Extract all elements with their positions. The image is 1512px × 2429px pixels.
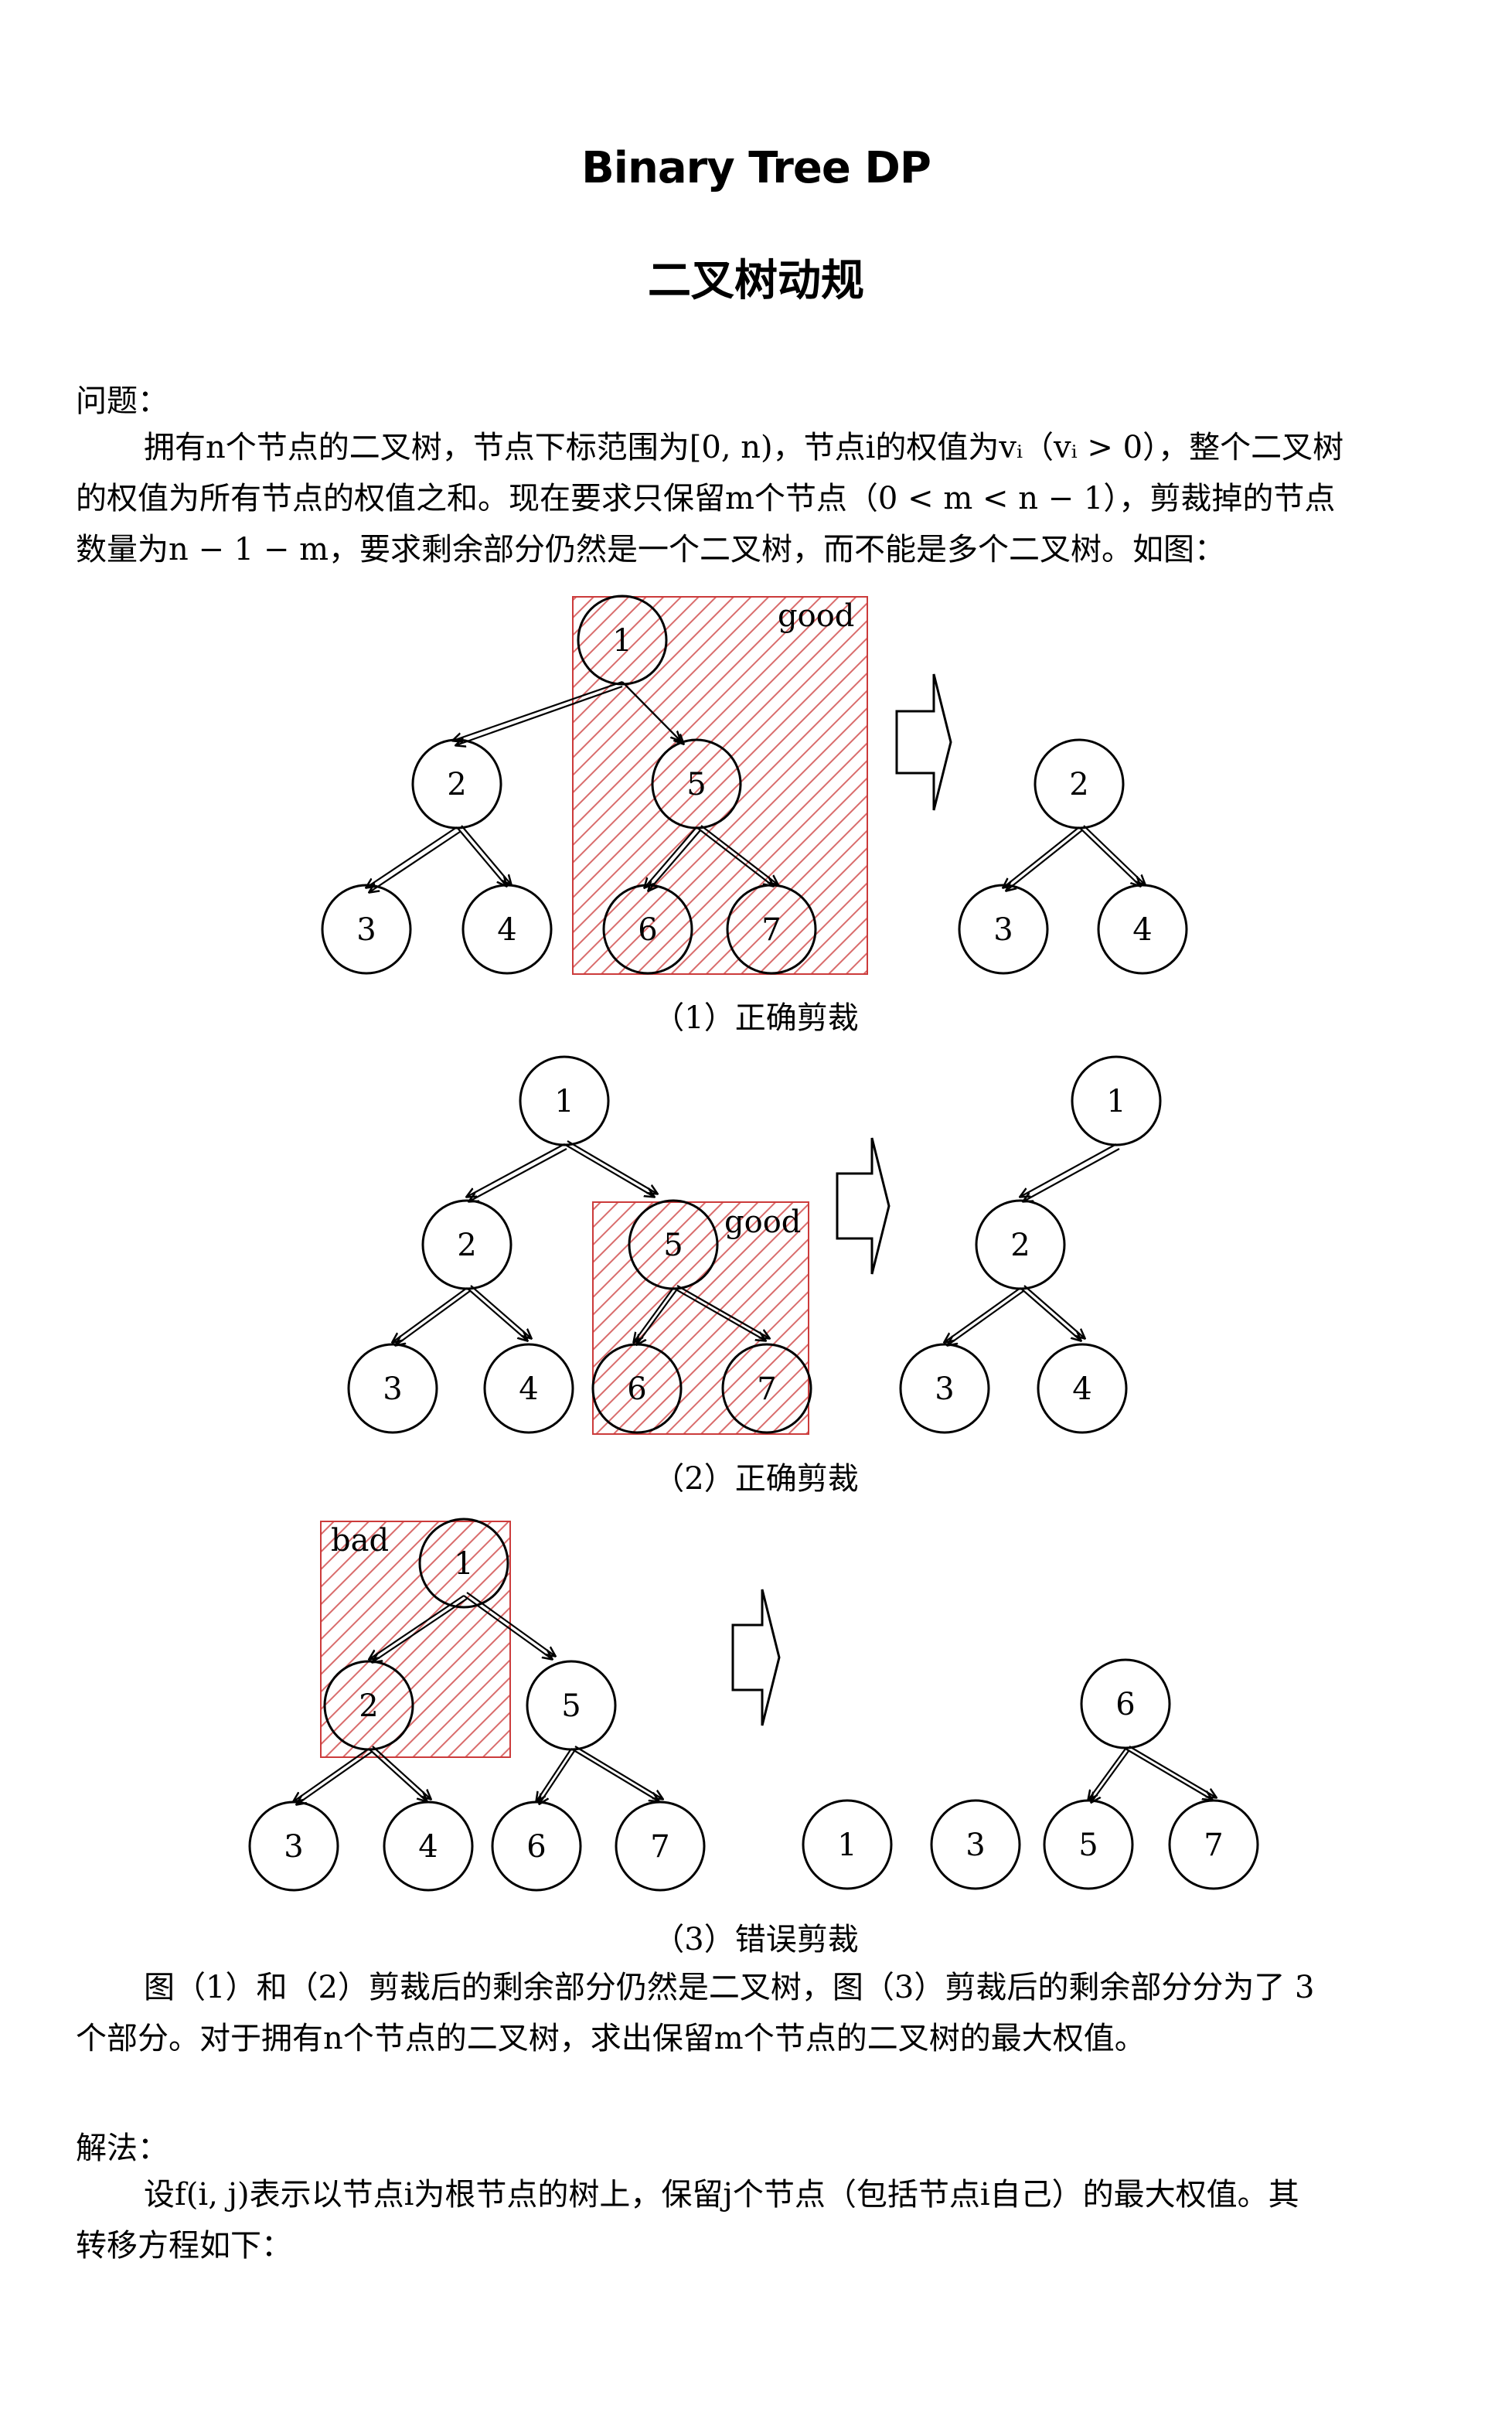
node-4: 4 <box>418 1829 438 1865</box>
node-1: 1 <box>554 1084 574 1119</box>
result-node-1: 1 <box>1106 1084 1125 1119</box>
figure-1-caption: （1）正确剪裁 <box>653 1000 859 1036</box>
node-6: 6 <box>627 1371 646 1407</box>
node-7: 7 <box>757 1371 776 1407</box>
node-5: 5 <box>686 767 706 802</box>
figure-2-caption: （2）正确剪裁 <box>653 1461 859 1497</box>
node-2: 2 <box>457 1228 476 1263</box>
node-4: 4 <box>519 1371 538 1407</box>
result-node-4: 4 <box>1072 1371 1091 1407</box>
node-2: 2 <box>447 767 466 802</box>
title-english: Binary Tree DP <box>581 143 931 193</box>
result-node-5: 5 <box>1078 1828 1098 1863</box>
node-7: 7 <box>650 1829 669 1865</box>
good-label: good <box>778 598 854 634</box>
node-6: 6 <box>526 1829 546 1865</box>
explanation-line-2: 个部分。对于拥有n个节点的二叉树，求出保留m个节点的二叉树的最大权值。 <box>76 2021 1146 2056</box>
node-5: 5 <box>561 1688 581 1724</box>
title-chinese: 二叉树动规 <box>648 256 864 306</box>
explanation-paragraph: 图（1）和（2）剪裁后的剩余部分仍然是二叉树，图（3）剪裁后的剩余部分分为了 3… <box>76 1962 1436 2064</box>
bad-label: bad <box>331 1523 389 1559</box>
figure-3: bad 1 2 5 3 4 6 7 <box>248 1518 1259 1892</box>
solution-line-1: 设f(i, j)表示以节点i为根节点的树上，保留j个节点（包括节点i自己）的最大… <box>144 2177 1299 2213</box>
problem-paragraph: 拥有n个节点的二叉树，节点下标范围为[0, n)，节点i的权值为vᵢ（vᵢ > … <box>76 422 1436 575</box>
node-6: 6 <box>638 912 657 948</box>
figure-2: good 1 2 5 3 4 6 7 <box>347 1055 1162 1435</box>
arrow-icon <box>836 1137 891 1275</box>
node-4: 4 <box>497 912 516 948</box>
result-node-3: 3 <box>965 1828 985 1863</box>
result-node-2: 2 <box>1069 767 1088 802</box>
node-3: 3 <box>356 912 376 948</box>
node-7: 7 <box>761 912 781 948</box>
problem-line-2: 的权值为所有节点的权值之和。现在要求只保留m个节点（0 < m < n − 1）… <box>76 481 1336 516</box>
node-5: 5 <box>663 1228 683 1263</box>
result-node-6: 6 <box>1115 1687 1135 1722</box>
good-box <box>572 596 868 975</box>
solution-heading: 解法： <box>76 2131 169 2166</box>
node-1: 1 <box>612 623 632 659</box>
result-node-3: 3 <box>935 1371 954 1407</box>
node-1: 1 <box>454 1546 473 1582</box>
result-node-2: 2 <box>1010 1228 1030 1263</box>
result-node-3: 3 <box>993 912 1013 948</box>
problem-heading: 问题： <box>76 383 169 419</box>
result-node-1: 1 <box>837 1828 856 1863</box>
arrow-icon <box>895 673 952 811</box>
bad-box <box>320 1521 511 1758</box>
result-node-7: 7 <box>1204 1828 1223 1863</box>
arrow-icon <box>731 1589 781 1726</box>
problem-line-3: 数量为n − 1 − m，要求剩余部分仍然是一个二叉树，而不能是多个二叉树。如图… <box>76 532 1226 567</box>
solution-line-2: 转移方程如下： <box>76 2228 292 2264</box>
good-label: good <box>724 1204 801 1240</box>
node-3: 3 <box>284 1829 303 1865</box>
problem-line-1: 拥有n个节点的二叉树，节点下标范围为[0, n)，节点i的权值为vᵢ（vᵢ > … <box>144 430 1344 465</box>
node-3: 3 <box>383 1371 402 1407</box>
node-2: 2 <box>359 1688 378 1724</box>
explanation-line-1: 图（1）和（2）剪裁后的剩余部分仍然是二叉树，图（3）剪裁后的剩余部分分为了 3 <box>144 1970 1315 2005</box>
result-node-4: 4 <box>1132 912 1152 948</box>
figure-3-caption: （3）错误剪裁 <box>653 1922 859 1957</box>
figure-1: good 1 2 5 3 4 6 7 <box>321 594 1188 975</box>
solution-paragraph: 设f(i, j)表示以节点i为根节点的树上，保留j个节点（包括节点i自己）的最大… <box>76 2169 1436 2271</box>
